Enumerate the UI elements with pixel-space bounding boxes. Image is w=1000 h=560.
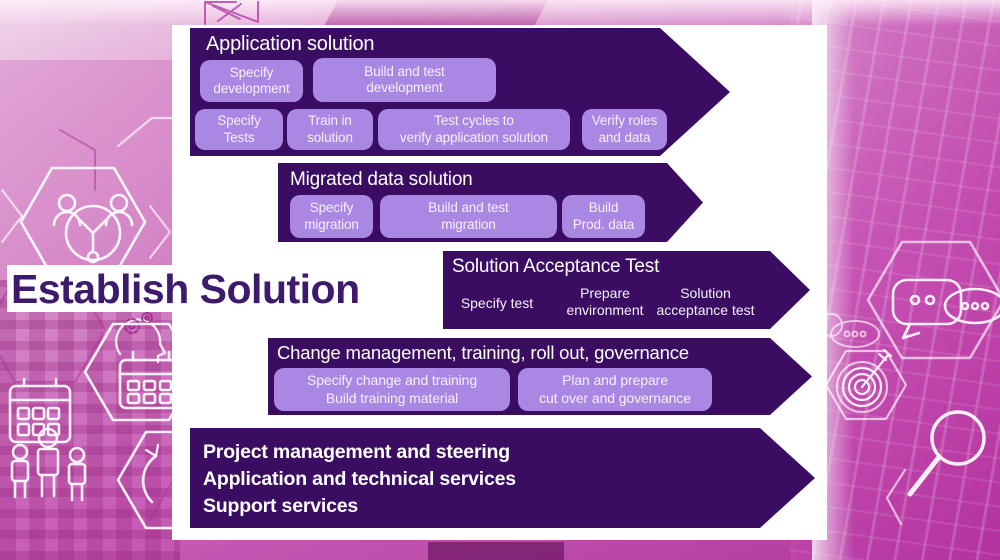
task-box: Build and test migration [380,195,557,238]
arrow-services: Project management and steering Applicat… [190,428,815,528]
people-group-icon [8,377,87,502]
magnifier-icon [885,410,986,526]
arrow-header: Solution Acceptance Test [452,256,660,277]
arrow-header: Migrated data solution [290,169,473,190]
task-box: Plan and prepare cut over and governance [518,368,712,411]
task-label: Specify test [460,295,534,311]
page-title: Establish Solution [11,266,360,312]
title-band [7,265,173,312]
services-lines: Project management and steering Applicat… [203,439,516,520]
task-box: Build and test development [313,58,496,102]
head-gears-icon [115,312,167,364]
arrow-application-solution: Application solution Specify development… [190,28,730,156]
task-box: Train in solution [287,109,373,150]
arrow-change-management: Change management, training, roll out, g… [268,338,812,415]
team-network-icon [19,166,147,278]
background-bottom-shape [428,542,564,560]
task-label: Prepare environment [566,285,644,318]
crane-icon [204,1,259,25]
arrow-solution-acceptance-test: Solution Acceptance Test Specify test Pr… [443,251,810,329]
task-box: Specify change and training Build traini… [274,368,510,411]
task-box: Verify roles and data [582,109,667,150]
service-line: Support services [203,495,359,517]
task-box: Specify migration [290,195,373,238]
task-label: Solution acceptance test [656,285,755,318]
arrow-header: Application solution [206,33,375,55]
task-box: Specify Tests [195,109,283,150]
arrow-header: Change management, training, roll out, g… [277,342,689,363]
target-dart-icon [824,348,908,421]
chat-bubbles-icon [819,240,1000,360]
arrow-migrated-data-solution: Migrated data solution Specify migration… [278,163,703,242]
service-line: Project management and steering [203,441,510,463]
task-box: Specify development [200,60,303,102]
task-box: Build Prod. data [562,195,645,238]
service-line: Application and technical services [203,468,516,490]
task-box: Test cycles to verify application soluti… [378,109,570,150]
background-top-strip [0,0,1000,26]
